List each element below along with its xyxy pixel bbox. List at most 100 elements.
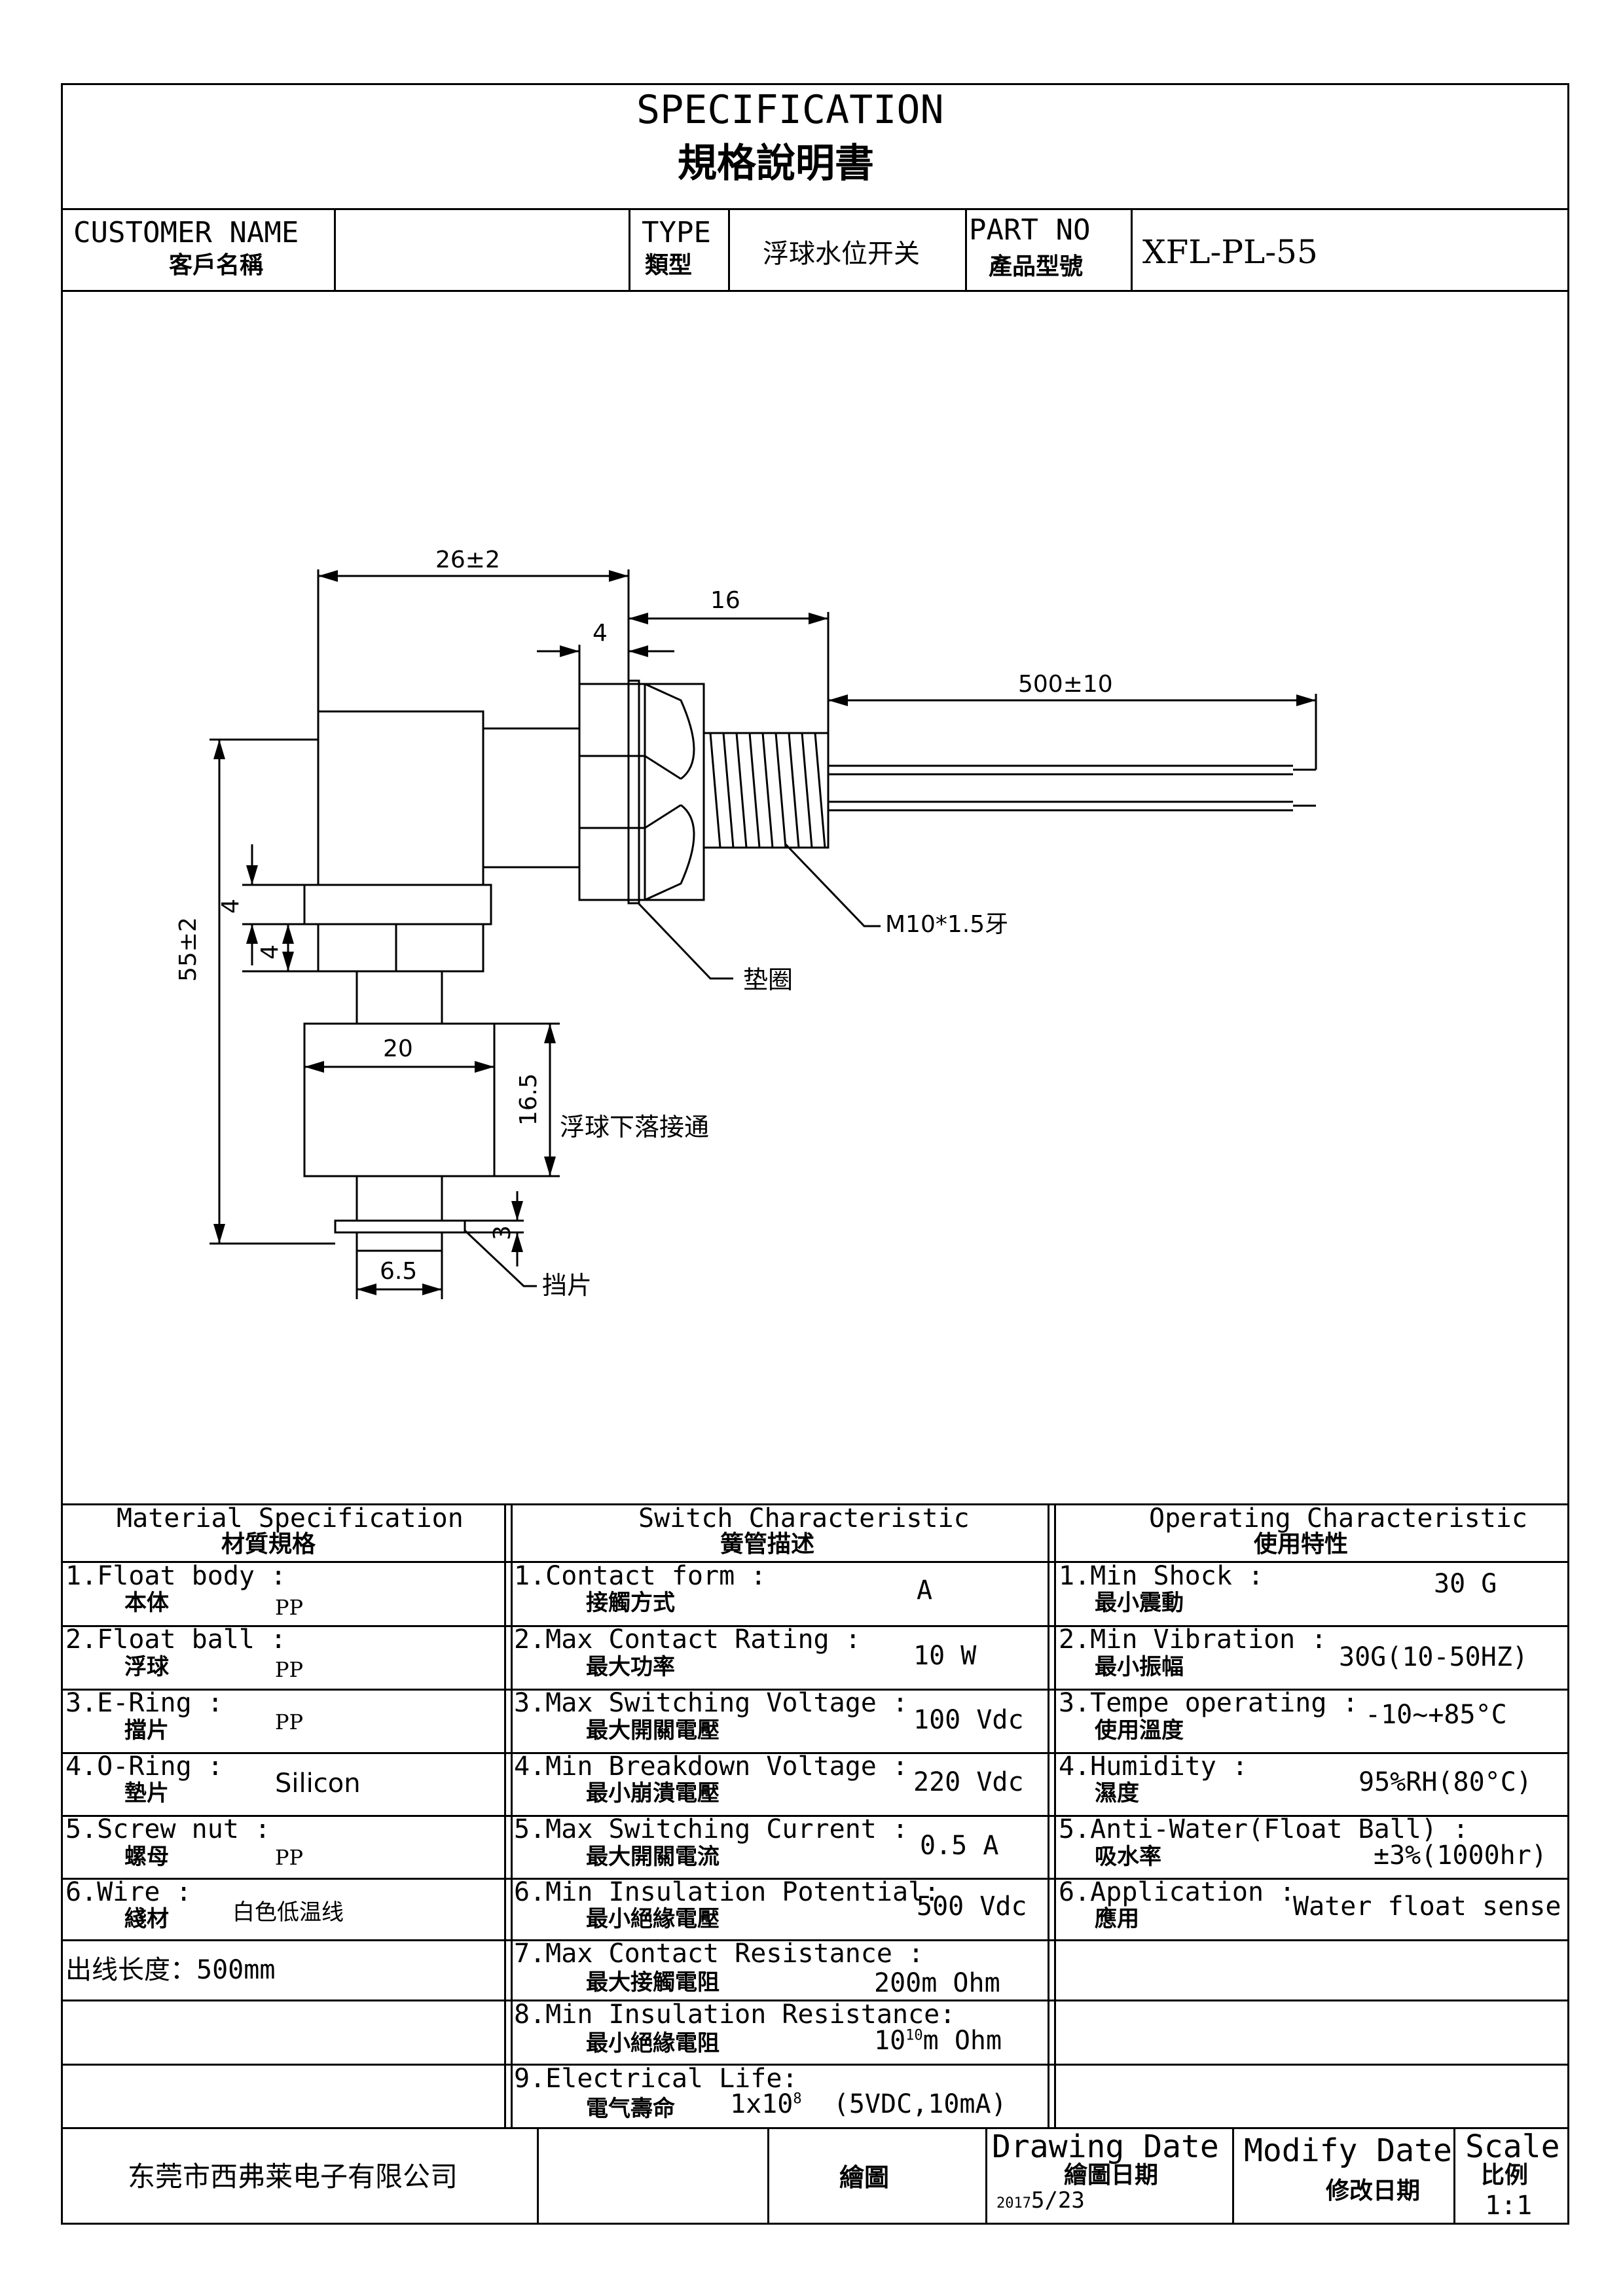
switch-row-1-value: A [917,1575,933,1605]
company-name: 东莞市西弗莱电子有限公司 [128,2161,458,2193]
thread-label: M10*1.5牙 [885,911,1009,938]
material-row-2-label: 2.Float ball : [65,1624,287,1655]
operating-row-2-label-cn: 最小振幅 [1095,1654,1184,1680]
row-line-8 [61,2064,1569,2066]
type-label: TYPE [642,216,711,249]
row-line-4 [61,1815,1569,1817]
operating-row-2-value: 30G(10-50HZ) [1339,1642,1528,1672]
operating-title: Operating Characteristic [1149,1503,1527,1534]
operating-row-1-label: 1.Min Shock : [1059,1561,1264,1591]
material-row-5-value: PP [275,1845,304,1870]
drawing-date-year: 2017 [996,2195,1031,2212]
drawing-date-label: Drawing Date [992,2128,1219,2165]
operating-row-4-value: 95%RH(80°C) [1359,1767,1532,1797]
row-line-6 [61,1939,1569,1941]
technical-drawing [210,569,1317,1299]
operating-row-5-label-cn: 吸水率 [1095,1844,1161,1870]
dim-4-top: 4 [593,620,608,647]
operating-row-5-value: ±3%(1000hr) [1374,1840,1547,1871]
dim-6-5: 6.5 [380,1258,418,1285]
operating-row-5-label: 5.Anti-Water(Float Ball) : [1059,1814,1469,1844]
material-row-2-value: PP [275,1657,304,1682]
material-row-3-value: PP [275,1710,304,1734]
switch-row-9-label-cn: 電气壽命 [586,2096,675,2122]
operating-row-1-value: 30 G [1434,1569,1497,1599]
dim-26: 26±2 [435,547,500,573]
operating-row-3-value: -10~+85°C [1365,1700,1507,1730]
row-line-3 [61,1752,1569,1754]
footer-sep-4 [1232,2127,1234,2225]
dim-16-5: 16.5 [515,1073,542,1126]
part-no-label: PART NO [969,213,1091,247]
dim-55: 55±2 [175,917,202,982]
scale-label: Scale [1465,2128,1560,2165]
drawing-date-value: 20175/23 [996,2189,1085,2212]
switch-row-5-label: 5.Max Switching Current : [514,1814,909,1844]
row-line-1 [61,1625,1569,1627]
switch-row-2-label: 2.Max Contact Rating : [514,1624,861,1655]
switch-row-5-value: 0.5 A [920,1831,999,1861]
title-cn: 規格說明書 [678,141,874,187]
washer-label: 垫圈 [743,965,793,994]
dim-500: 500±10 [1018,671,1113,698]
header-sep-5 [1131,208,1133,290]
switch-row-7-label-cn: 最大接觸電阻 [586,1969,720,1996]
operating-row-4-label-cn: 濕度 [1095,1780,1139,1806]
material-title: Material Specification [117,1503,464,1534]
switch-row-4-label: 4.Min Breakdown Voltage : [514,1751,909,1782]
material-row-6-label-cn: 綫材 [124,1906,169,1932]
operating-row-6-value: Water float sense [1293,1892,1561,1922]
title-en: SPECIFICATION [636,87,944,133]
customer-name-label: CUSTOMER NAME [73,216,299,249]
material-row-1-value: PP [275,1595,304,1620]
switch-row-1-label-cn: 接觸方式 [586,1590,675,1616]
material-row-5-label-cn: 螺母 [124,1844,169,1870]
switch-row-8-label: 8.Min Insulation Resistance: [514,2000,956,2030]
operating-row-2-label: 2.Min Vibration : [1059,1624,1327,1655]
footer-sep-5 [1453,2127,1455,2225]
material-row-4-label-cn: 墊片 [124,1780,169,1806]
header-sep-4 [965,208,967,290]
part-no-label-cn: 產品型號 [989,253,1084,280]
switch-row-3-label-cn: 最大開關電壓 [586,1717,720,1744]
header-sep-3 [728,208,730,290]
switch-row-5-label-cn: 最大開關電流 [586,1844,720,1870]
switch-row-9-value-base: 1x10 [730,2089,793,2119]
material-row-6-label: 6.Wire : [65,1877,192,1907]
scale-value: 1:1 [1485,2191,1533,2221]
header-row-bottom [61,290,1569,292]
operating-title-cn: 使用特性 [1254,1531,1349,1558]
type-value: 浮球水位开关 [763,239,920,269]
switch-row-9-value-exp: 8 [793,2090,802,2108]
material-row-4-label: 4.O-Ring : [65,1751,223,1782]
material-title-cn: 材質規格 [221,1531,316,1558]
spec-title-border [61,1561,1569,1563]
switch-row-6-value: 500 Vdc [917,1892,1027,1922]
switch-row-2-label-cn: 最大功率 [586,1654,675,1680]
footer-sep-1 [537,2127,539,2225]
switch-title: Switch Characteristic [638,1503,970,1534]
spec-top-border [61,1503,1569,1505]
switch-row-2-value: 10 W [913,1641,977,1671]
switch-row-7-label: 7.Max Contact Resistance : [514,1939,924,1969]
switch-row-6-label: 6.Min Insulation Potential: [514,1877,940,1907]
switch-row-8-value-exp: 10 [905,2027,923,2044]
switch-row-3-value: 100 Vdc [913,1705,1024,1735]
switch-row-9-value-unit: (5VDC,10mA) [833,2089,1007,2119]
outer-frame [61,83,1569,2225]
row-line-5 [61,1878,1569,1880]
dim-4-a: 4 [217,899,244,914]
switch-row-4-label-cn: 最小崩潰電壓 [586,1780,720,1806]
material-row-1-label: 1.Float body : [65,1561,287,1591]
row-line-9 [61,2127,1569,2129]
switch-row-8-label-cn: 最小絕緣電阻 [586,2030,720,2056]
material-row-4-value: Silicon [275,1768,361,1799]
operating-row-3-label-cn: 使用溫度 [1095,1717,1184,1744]
header-sep-2 [629,208,630,290]
switch-title-cn: 簧管描述 [720,1531,815,1558]
modify-date-label: Modify Date [1244,2132,1452,2169]
customer-name-label-cn: 客戶名稱 [169,252,264,279]
scale-label-cn: 比例 [1481,2162,1529,2189]
material-row-6-value: 白色低温线 [232,1899,344,1926]
modify-date-label-cn: 修改日期 [1326,2178,1421,2204]
